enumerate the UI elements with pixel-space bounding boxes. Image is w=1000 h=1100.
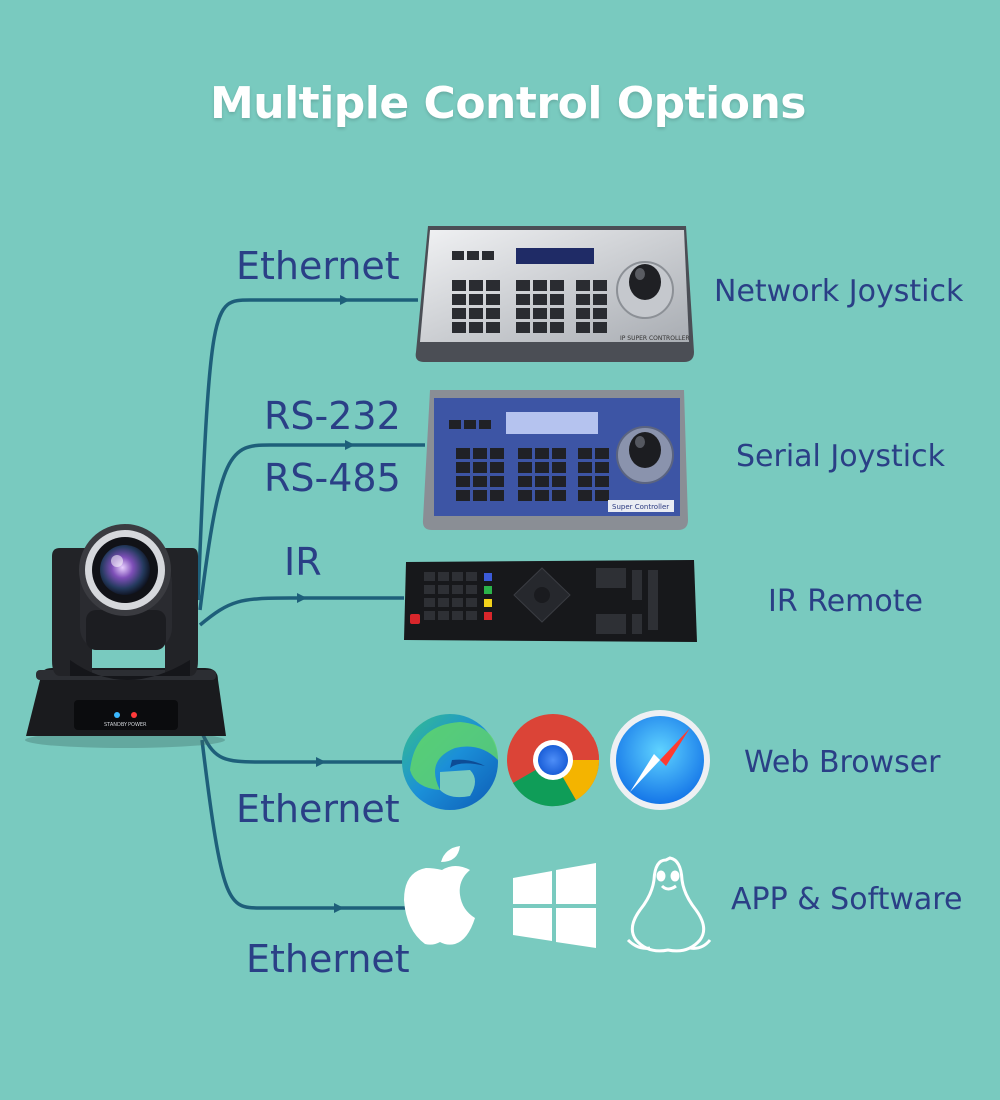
svg-text:Super Controller: Super Controller bbox=[612, 503, 669, 511]
svg-text:STANDBY: STANDBY bbox=[104, 722, 128, 728]
windows-icon bbox=[513, 863, 596, 948]
safari-icon bbox=[610, 710, 710, 810]
connection-label-ethernet-app: Ethernet bbox=[246, 937, 410, 981]
line-serial bbox=[198, 443, 425, 611]
svg-text:IP SUPER CONTROLLER: IP SUPER CONTROLLER bbox=[620, 335, 690, 342]
line-arrows bbox=[297, 295, 355, 913]
chrome-icon bbox=[507, 714, 600, 807]
svg-text:POWER: POWER bbox=[128, 722, 147, 728]
connection-label-ir: IR bbox=[284, 540, 322, 584]
line-ethernet-browser bbox=[201, 734, 405, 764]
network-joystick-icon: IP SUPER CONTROLLER bbox=[415, 226, 694, 362]
linux-icon bbox=[626, 856, 712, 953]
line-ethernet-top bbox=[196, 298, 418, 601]
serial-joystick-icon: Super Controller bbox=[422, 390, 688, 530]
ptz-camera-icon: STANDBY POWER bbox=[25, 524, 226, 748]
line-ir bbox=[198, 596, 404, 627]
ir-remote-icon bbox=[404, 560, 697, 642]
device-label-app-software: APP & Software bbox=[731, 882, 963, 917]
apple-icon bbox=[404, 846, 475, 945]
device-label-web-browser: Web Browser bbox=[744, 745, 941, 780]
connection-label-rs485: RS-485 bbox=[264, 456, 401, 500]
edge-icon bbox=[402, 714, 498, 810]
connection-label-ethernet: Ethernet bbox=[236, 244, 400, 288]
connection-label-ethernet-browser: Ethernet bbox=[236, 787, 400, 831]
line-ethernet-app bbox=[200, 739, 405, 910]
connection-label-rs232: RS-232 bbox=[264, 394, 401, 438]
device-label-ir-remote: IR Remote bbox=[768, 584, 923, 619]
device-label-serial-joystick: Serial Joystick bbox=[736, 439, 945, 474]
page-title: Multiple Control Options bbox=[209, 78, 807, 129]
device-label-network-joystick: Network Joystick bbox=[714, 274, 964, 309]
connection-lines bbox=[196, 298, 425, 910]
